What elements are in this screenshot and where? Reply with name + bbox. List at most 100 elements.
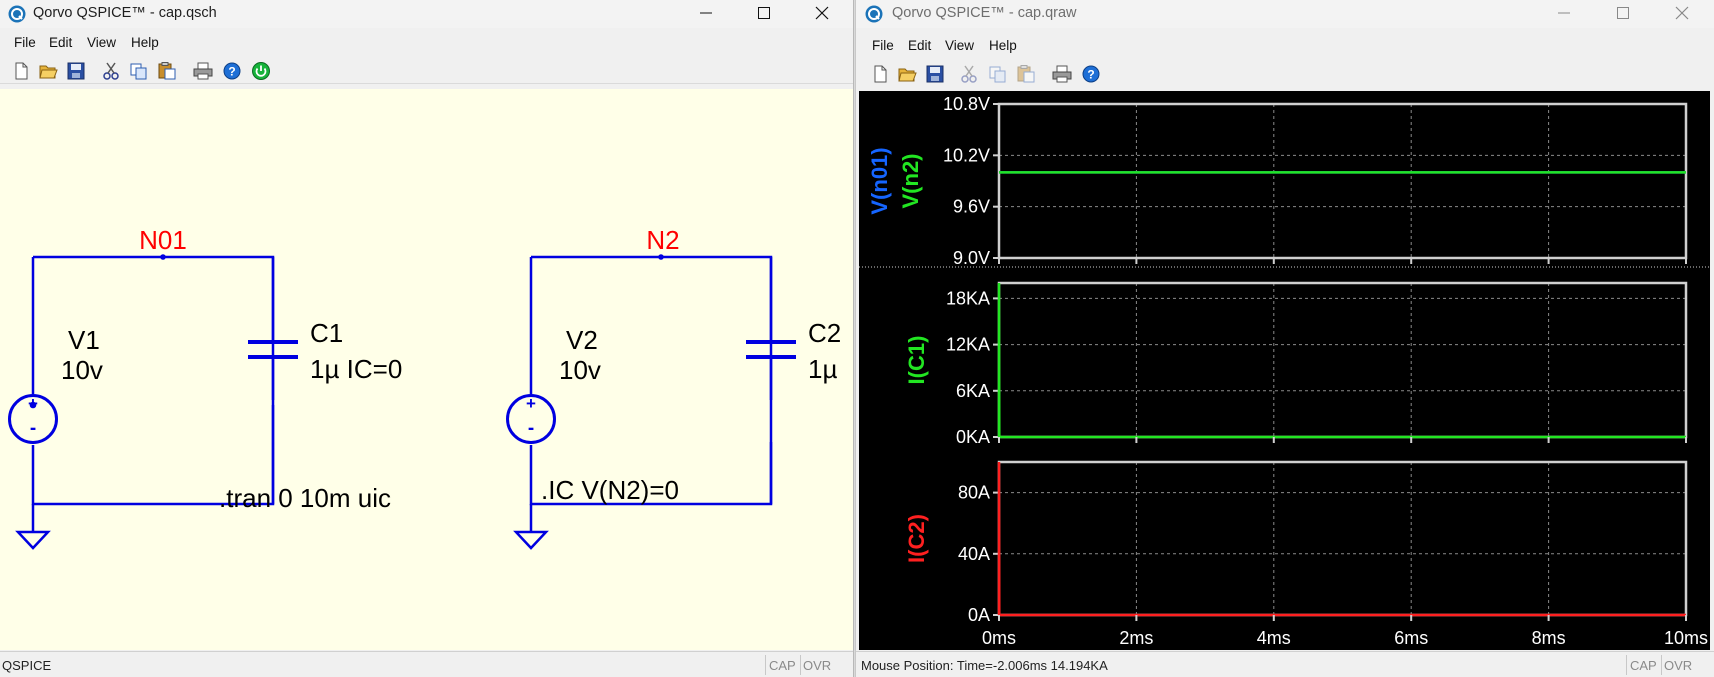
v2-value-label[interactable]: 10v	[559, 355, 601, 385]
net-label-n2[interactable]: N2	[646, 225, 679, 255]
status-bar: QSPICE CAP OVR	[0, 651, 853, 677]
c1-name-label[interactable]: C1	[310, 318, 343, 348]
copy-icon[interactable]	[987, 64, 1009, 84]
v2-name-label[interactable]: V2	[566, 325, 598, 355]
voltage-source-v1-symbol[interactable]: + -	[8, 394, 58, 444]
save-icon[interactable]	[65, 61, 87, 81]
copy-icon[interactable]	[128, 61, 150, 81]
paste-icon[interactable]	[1015, 64, 1037, 84]
menu-bar: File Edit View Help	[856, 35, 1714, 58]
cap-indicator: CAP	[769, 658, 796, 673]
v1-value-label[interactable]: 10v	[61, 355, 103, 385]
x-tick-label: 10ms	[1664, 628, 1708, 648]
v1-name-label[interactable]: V1	[68, 325, 100, 355]
schematic-canvas[interactable]: + - + -	[0, 89, 853, 650]
y-tick-label: 40A	[958, 544, 990, 564]
svg-text:?: ?	[228, 65, 235, 79]
y-tick-label: 0KA	[956, 427, 990, 447]
menu-file[interactable]: File	[14, 35, 36, 50]
cut-icon[interactable]	[100, 61, 122, 81]
print-icon[interactable]	[192, 61, 214, 81]
ground-2-icon	[513, 530, 549, 550]
mouse-position-readout: Mouse Position: Time=-2.006ms 14.194KA	[861, 658, 1108, 673]
close-button[interactable]	[794, 0, 852, 28]
c1-value-label[interactable]: 1µ IC=0	[310, 354, 402, 384]
new-icon[interactable]	[869, 64, 891, 84]
new-icon[interactable]	[10, 61, 32, 81]
menu-view[interactable]: View	[945, 38, 975, 53]
maximize-button[interactable]	[736, 0, 794, 28]
y-tick-label: 80A	[958, 483, 990, 503]
ovr-indicator: OVR	[1664, 658, 1693, 673]
menu-help[interactable]: Help	[989, 38, 1017, 53]
paste-icon[interactable]	[156, 61, 178, 81]
menu-help[interactable]: Help	[131, 35, 159, 50]
menu-edit[interactable]: Edit	[49, 35, 73, 50]
y-tick-label: 9.0V	[953, 248, 990, 268]
voltage-source-v2-symbol[interactable]: + -	[506, 394, 556, 444]
junction-dot	[29, 401, 37, 409]
y-tick-label: 0A	[968, 605, 990, 625]
x-tick-label: 0ms	[982, 628, 1016, 648]
series-label-vn2: V(n2)	[898, 154, 923, 209]
x-tick-label: 8ms	[1532, 628, 1566, 648]
title-bar[interactable]: Qorvo QSPICE™ - cap.qsch	[0, 0, 853, 28]
close-icon	[1675, 6, 1689, 20]
minimize-button[interactable]	[1536, 0, 1594, 28]
print-icon[interactable]	[1051, 64, 1073, 84]
x-tick-label: 6ms	[1394, 628, 1428, 648]
open-icon[interactable]	[896, 64, 918, 84]
net-node-n2	[658, 254, 664, 260]
maximize-button[interactable]	[1595, 0, 1653, 28]
x-tick-label: 4ms	[1257, 628, 1291, 648]
y-tick-label: 12KA	[946, 335, 990, 355]
ic-directive[interactable]: .IC V(N2)=0	[541, 475, 679, 505]
c2-name-label[interactable]: C2	[808, 318, 841, 348]
svg-text:?: ?	[1087, 68, 1094, 82]
waveform-plots: 10.8V10.2V9.6V9.0VV(n01)V(n2)18KA12KA6KA…	[859, 94, 1710, 648]
y-tick-label: 10.8V	[943, 94, 990, 114]
open-icon[interactable]	[37, 61, 59, 81]
plot-frame	[997, 102, 1688, 260]
maximize-icon	[1617, 7, 1629, 19]
toolbar: ?	[0, 58, 853, 84]
v1-minus-sign: -	[30, 418, 36, 439]
minimize-button[interactable]	[678, 0, 736, 28]
c2-value-label[interactable]: 1µ	[808, 354, 837, 384]
toolbar: ?	[856, 61, 1714, 87]
waveform-window: Qorvo QSPICE™ - cap.qraw File Edit View …	[855, 0, 1714, 677]
series-line-ic2	[997, 461, 1686, 617]
cut-icon[interactable]	[958, 64, 980, 84]
qspice-app-icon	[865, 5, 883, 23]
v2-minus-sign: -	[528, 418, 534, 439]
x-tick-label: 2ms	[1119, 628, 1153, 648]
qspice-app-icon	[8, 5, 26, 23]
tran-directive[interactable]: .tran 0 10m uic	[219, 483, 391, 513]
menu-bar: File Edit View Help	[0, 32, 853, 55]
menu-file[interactable]: File	[872, 38, 894, 53]
close-icon	[815, 6, 829, 20]
net-label-n01[interactable]: N01	[139, 225, 187, 255]
window-title: Qorvo QSPICE™ - cap.qsch	[33, 5, 217, 21]
status-separator	[800, 655, 801, 675]
ground-1-icon	[15, 530, 51, 550]
plot-frame	[997, 460, 1688, 617]
minimize-icon	[700, 12, 712, 14]
close-button[interactable]	[1654, 0, 1712, 28]
help-icon[interactable]: ?	[1080, 64, 1102, 84]
save-icon[interactable]	[924, 64, 946, 84]
run-icon[interactable]	[250, 61, 272, 81]
menu-view[interactable]: View	[87, 35, 117, 50]
help-icon[interactable]: ?	[221, 61, 243, 81]
cap-indicator: CAP	[1630, 658, 1657, 673]
window-title: Qorvo QSPICE™ - cap.qraw	[892, 5, 1077, 21]
series-label-vn01: V(n01)	[867, 147, 892, 214]
v2-plus-sign: +	[526, 394, 536, 413]
status-separator	[1661, 655, 1662, 675]
title-bar[interactable]: Qorvo QSPICE™ - cap.qraw	[856, 0, 1714, 28]
menu-edit[interactable]: Edit	[908, 38, 932, 53]
